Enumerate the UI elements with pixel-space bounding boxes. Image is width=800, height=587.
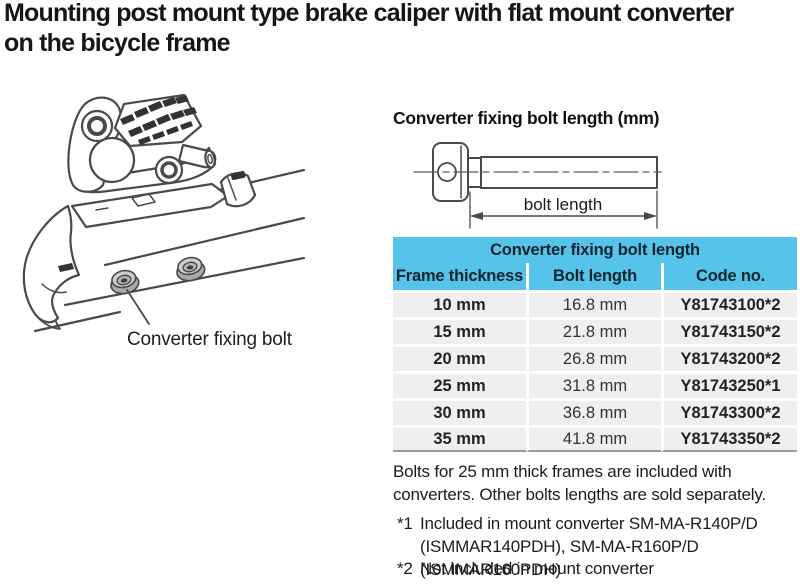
bolt-length-cell: 36.8 mm <box>526 398 661 425</box>
frame-thickness-cell: 25 mm <box>393 371 526 398</box>
footnote-text: Not included in mount converter <box>420 559 654 578</box>
table-row: 25 mm 31.8 mm Y81743250*1 <box>393 371 798 398</box>
col-header-code-no: Code no. <box>661 263 798 290</box>
code-no-cell: Y81743100*2 <box>661 290 798 317</box>
page-title: Mounting post mount type brake caliper w… <box>4 0 734 57</box>
frame-thickness-cell: 15 mm <box>393 317 526 344</box>
table-row: 10 mm 16.8 mm Y81743100*2 <box>393 290 798 317</box>
converter-fixing-bolt-label: Converter fixing bolt <box>127 329 292 350</box>
mount-bolt-upper <box>80 109 114 143</box>
bolt-length-cell: 41.8 mm <box>526 425 661 452</box>
frame-clamp <box>219 170 257 208</box>
table-row: 15 mm 21.8 mm Y81743150*2 <box>393 317 798 344</box>
bolt-length-cell: 26.8 mm <box>526 344 661 371</box>
bolt-length-diagram: bolt length <box>413 142 662 229</box>
bolt-length-table: Converter fixing bolt length Frame thick… <box>393 237 798 452</box>
converter-fixing-bolt-2 <box>176 256 206 282</box>
footnote-2: *2 Not included in mount converter <box>397 557 797 580</box>
dimension-lines <box>469 190 658 229</box>
converter-plate <box>70 182 230 229</box>
bolt-length-cell: 31.8 mm <box>526 371 661 398</box>
caliper-fins <box>113 93 203 148</box>
code-no-cell: Y81743150*2 <box>661 317 798 344</box>
code-no-cell: Y81743350*2 <box>661 425 798 452</box>
code-no-cell: Y81743300*2 <box>661 398 798 425</box>
frame-thickness-cell: 35 mm <box>393 425 526 452</box>
frame-thickness-cell: 10 mm <box>393 290 526 317</box>
footnote-marker: *1 <box>397 514 413 533</box>
table-row: 35 mm 41.8 mm Y81743350*2 <box>393 425 798 452</box>
brake-caliper-illustration <box>22 93 306 333</box>
bolt-length-cell: 16.8 mm <box>526 290 661 317</box>
caliper-dome <box>88 136 136 184</box>
footnote-1: *1 Included in mount converter SM-MA-R14… <box>397 512 797 581</box>
code-no-cell: Y81743200*2 <box>661 344 798 371</box>
code-no-cell: Y81743250*1 <box>661 371 798 398</box>
dimension-arrows <box>470 212 657 220</box>
table-header-row: Frame thickness Bolt length Code no. <box>393 263 798 290</box>
table-title-row: Converter fixing bolt length <box>393 237 798 263</box>
bolt-length-dimension-label: bolt length <box>524 195 602 214</box>
hose-cylinder <box>177 143 217 169</box>
mount-bolt-lower <box>154 155 184 185</box>
bolt-length-cell: 21.8 mm <box>526 317 661 344</box>
table-title: Converter fixing bolt length <box>393 237 798 263</box>
frame-thickness-cell: 30 mm <box>393 398 526 425</box>
footnote-text: Included in mount converter SM-MA-R140P/… <box>420 514 758 579</box>
frame-thickness-cell: 20 mm <box>393 344 526 371</box>
table-row: 30 mm 36.8 mm Y81743300*2 <box>393 398 798 425</box>
col-header-bolt-length: Bolt length <box>526 263 661 290</box>
converter-fixing-bolt-1 <box>110 269 140 295</box>
footnote-marker: *2 <box>397 559 413 578</box>
leader-line <box>126 289 150 325</box>
included-note: Bolts for 25 mm thick frames are include… <box>393 462 766 504</box>
table-row: 20 mm 26.8 mm Y81743200*2 <box>393 344 798 371</box>
dropout-claw <box>22 204 81 330</box>
section-heading: Converter fixing bolt length (mm) <box>393 108 660 128</box>
frame-tab <box>58 263 74 272</box>
col-header-frame-thickness: Frame thickness <box>393 263 526 290</box>
